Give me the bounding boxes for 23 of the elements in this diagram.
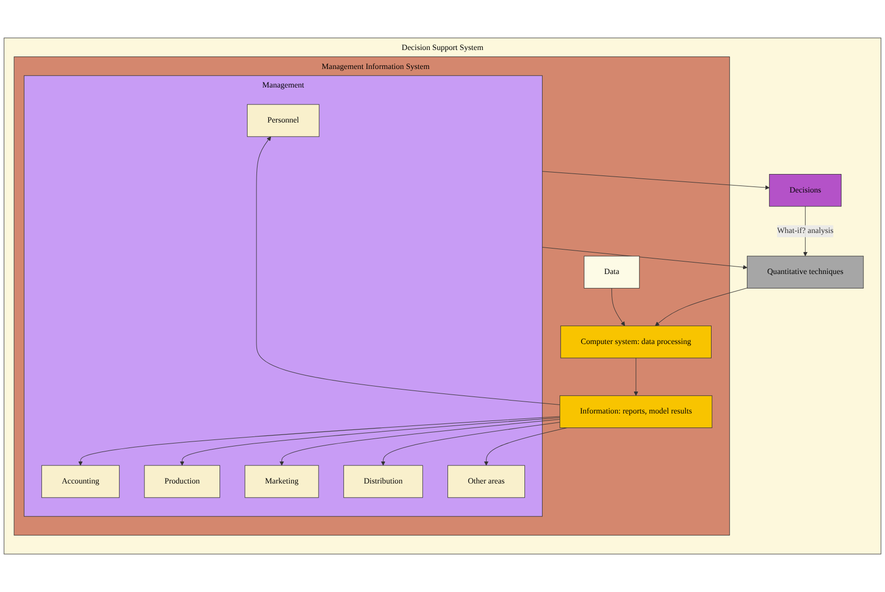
edge-label: What-if? analysis <box>777 226 834 236</box>
node-box: Other areas <box>448 465 525 498</box>
arrow <box>655 288 748 326</box>
node-box: Quantitative techniques <box>746 256 864 288</box>
arrow <box>484 428 568 466</box>
node-box: Accounting <box>41 465 120 498</box>
arrow <box>280 418 560 466</box>
node-box: Data <box>584 256 640 288</box>
arrow <box>612 288 625 326</box>
arrow <box>634 358 638 396</box>
arrow <box>542 171 770 190</box>
arrow <box>542 247 748 270</box>
node-box: Distribution <box>343 465 423 498</box>
arrow <box>380 422 560 466</box>
node-box: Computer system: data processing <box>560 326 712 358</box>
node-box: Information: reports, model results <box>560 395 712 428</box>
node-box: Personnel <box>247 104 320 137</box>
arrow <box>78 416 560 466</box>
node-box: Production <box>144 465 220 498</box>
arrow <box>180 417 560 466</box>
node-box: Marketing <box>244 465 319 498</box>
arrow <box>256 136 560 405</box>
node-box: Decisions <box>769 174 842 207</box>
